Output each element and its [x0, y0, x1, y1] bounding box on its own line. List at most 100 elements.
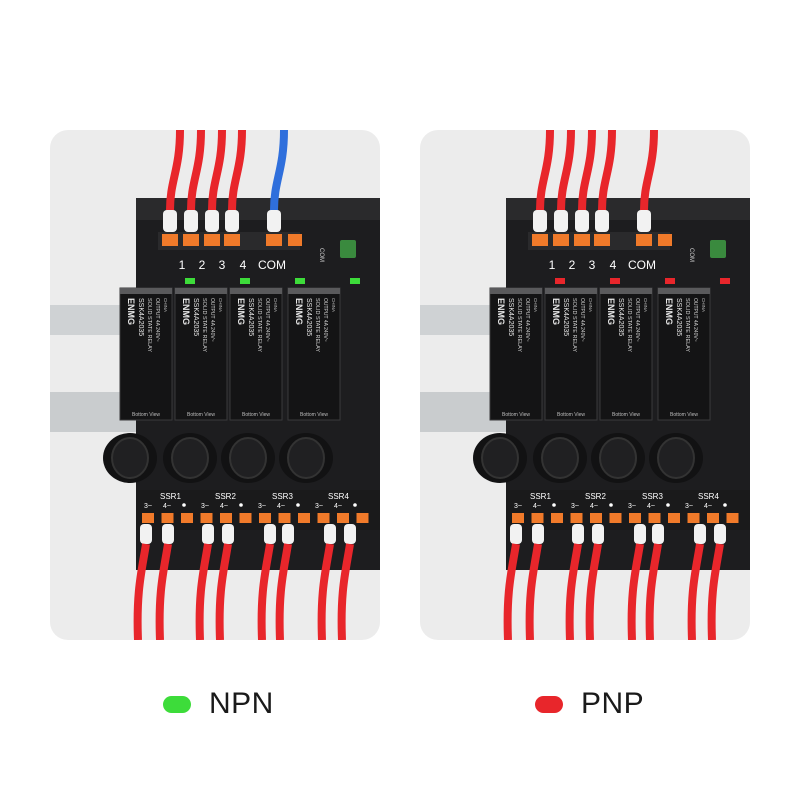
input-wire [228, 130, 246, 214]
output-terminal-lever [356, 513, 369, 523]
relay-model: SSK4A2035 [305, 298, 312, 336]
output-terminal-lever [668, 513, 680, 523]
relay-top-clip [230, 288, 282, 294]
output-terminal-lever [531, 513, 544, 523]
relay-body [119, 287, 173, 421]
input-wire [270, 130, 288, 214]
input-wire [166, 130, 184, 214]
output-wire [503, 543, 520, 640]
relay-model: SSK4A2035 [617, 298, 624, 336]
output-wire-ferrule [282, 524, 294, 544]
output-wire-ferrule [162, 524, 174, 544]
terminal-lever [636, 234, 652, 246]
output-wire-ferrule [202, 524, 214, 544]
output-wire-ferrule [714, 524, 726, 544]
output-wire-ferrule [694, 524, 706, 544]
terminal-dot [353, 503, 357, 507]
status-led [665, 278, 675, 284]
relay-view-label: Bottom View [502, 412, 530, 418]
ssr-label: SSR3 [272, 492, 293, 501]
input-wire [640, 130, 658, 214]
relay-model: SSK4A2035 [562, 298, 569, 336]
output-wire-ferrule [532, 524, 544, 544]
output-wire [133, 543, 150, 640]
relay-body [489, 287, 543, 421]
fuse-cap [481, 437, 519, 479]
relay-view-label: Bottom View [242, 412, 270, 418]
output-terminal-lever [512, 513, 524, 523]
output-wire-ferrule [592, 524, 604, 544]
output-terminal-lever [239, 513, 252, 523]
status-led [295, 278, 305, 284]
output-terminal-lever [570, 513, 583, 523]
output-wire [275, 543, 292, 640]
output-terminal-lever [298, 513, 310, 523]
output-wire [687, 543, 704, 640]
terminal-lever [224, 234, 240, 246]
npn-legend-label: NPN [209, 687, 274, 720]
ssr-label: SSR4 [328, 492, 349, 501]
relay-brand: ENMG [236, 298, 246, 325]
relay-body [599, 287, 653, 421]
input-terminal-label: 3 [219, 258, 226, 272]
wire-ferrule [637, 210, 651, 232]
legend-item-npn: NPN [163, 684, 274, 724]
output-wire [195, 543, 212, 640]
side-com-label: COM [318, 248, 324, 262]
output-wire [525, 543, 542, 640]
relay-rating: OUTPUT 4A 240V~ [322, 298, 328, 342]
relay-top-clip [658, 288, 710, 294]
input-terminal-label: 1 [179, 258, 186, 272]
output-terminal-lever [629, 513, 641, 523]
output-wire [645, 543, 662, 640]
terminal-label-4: 4~ [647, 503, 655, 510]
terminal-label-3: 3~ [514, 503, 522, 510]
output-wire [707, 543, 724, 640]
output-terminal-lever [220, 513, 232, 523]
output-terminal-lever [181, 513, 193, 523]
output-terminal-lever [687, 513, 700, 523]
output-terminal-lever [278, 513, 291, 523]
npn-color-swatch [163, 695, 191, 713]
terminal-dot [239, 503, 243, 507]
output-terminal-lever [259, 513, 271, 523]
output-terminal-lever [317, 513, 330, 523]
relay-top-clip [288, 288, 340, 294]
input-terminal-label: 3 [589, 258, 596, 272]
input-wire [208, 130, 226, 214]
output-wire-ferrule [572, 524, 584, 544]
input-terminal-label: COM [258, 258, 286, 272]
terminal-dot [723, 503, 727, 507]
output-wire-ferrule [634, 524, 646, 544]
input-terminal-label: COM [628, 258, 656, 272]
wire-ferrule [267, 210, 281, 232]
input-terminal-label: 4 [240, 258, 247, 272]
input-wire [598, 130, 616, 214]
output-terminal-lever [609, 513, 622, 523]
relay-view-label: Bottom View [670, 412, 698, 418]
terminal-label-3: 3~ [258, 503, 266, 510]
relay-view-label: Bottom View [557, 412, 585, 418]
ssr-label: SSR2 [585, 492, 606, 501]
wire-ferrule [205, 210, 219, 232]
output-wire-ferrule [140, 524, 152, 544]
relay-origin: CHINA [643, 298, 648, 312]
relay-top-clip [600, 288, 652, 294]
relay-description: SOLID STATE RELAY [201, 298, 207, 352]
relay-body [229, 287, 283, 421]
output-wire [565, 543, 582, 640]
output-wire-ferrule [344, 524, 356, 544]
output-wire-ferrule [652, 524, 664, 544]
terminal-lever [594, 234, 610, 246]
output-terminal-lever [590, 513, 602, 523]
terminal-dot [666, 503, 670, 507]
fuse-indicator [340, 240, 356, 258]
fuse-cap [111, 437, 149, 479]
terminal-label-3: 3~ [628, 503, 636, 510]
